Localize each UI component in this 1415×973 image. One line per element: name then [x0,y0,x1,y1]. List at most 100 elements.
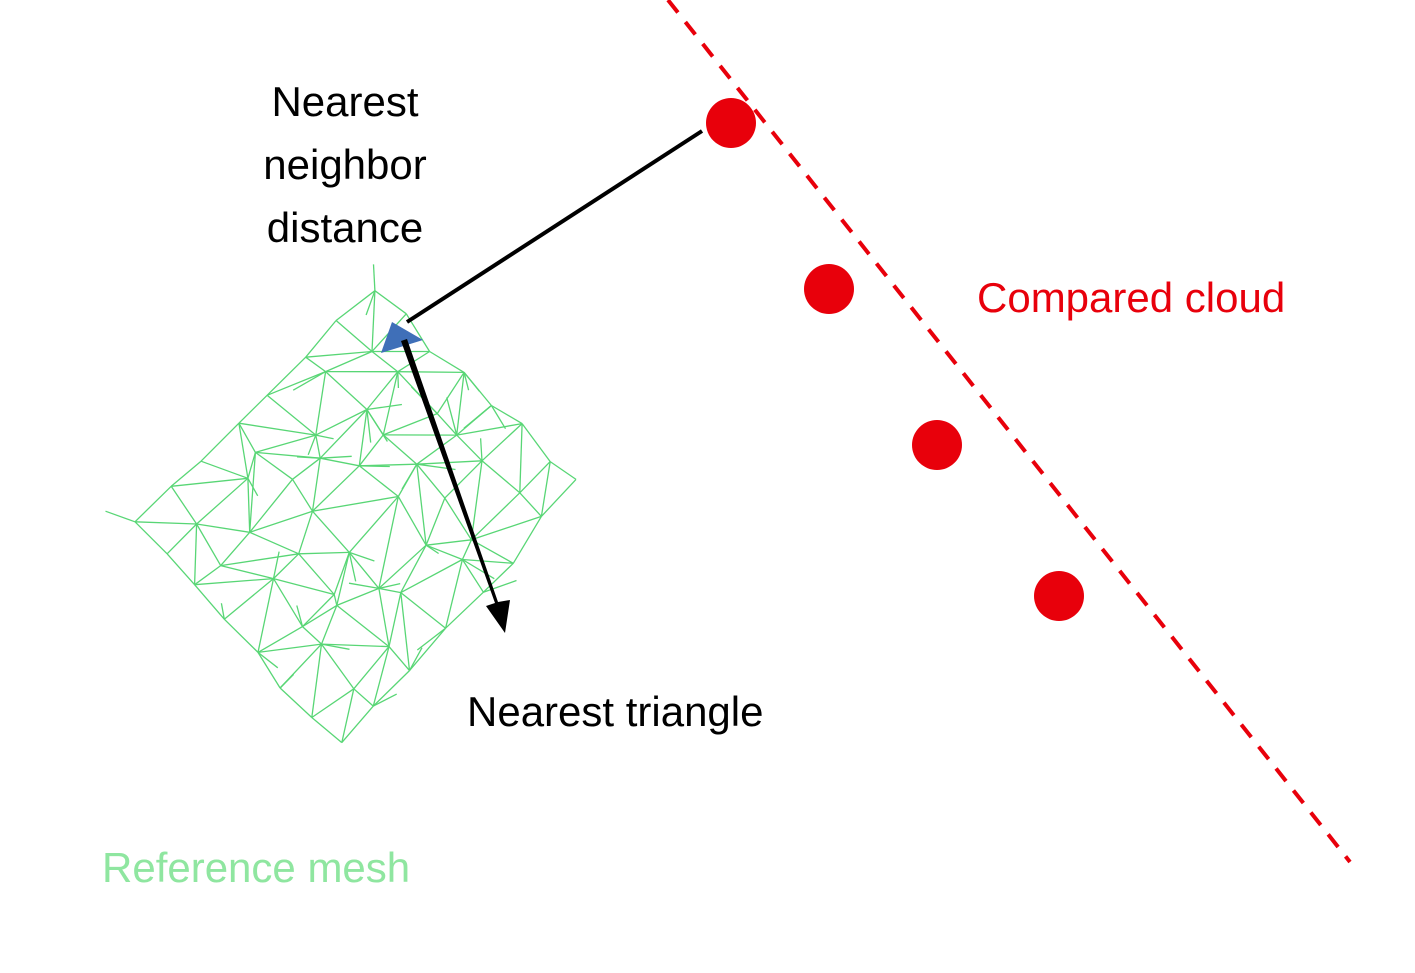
mesh-edge [471,539,514,564]
mesh-edge [272,578,304,627]
mesh-edge [312,510,350,553]
mesh-edge [378,587,401,594]
mesh-edge [320,455,352,459]
mesh-edge [333,552,350,595]
mesh-edge [400,558,463,594]
mesh-edge [444,559,464,629]
mesh-edge [358,409,368,466]
mesh-edge [372,670,410,707]
mesh-edge [378,588,390,647]
mesh-edge [273,553,300,580]
mesh-edge [444,460,483,499]
mesh-edge [482,562,514,593]
mesh-edge [305,350,373,358]
compared-cloud-point [912,420,962,470]
compared-cloud-line [666,0,1352,864]
mesh-edge [249,452,257,533]
compared-cloud-point [706,98,756,148]
mesh-edge [512,516,542,564]
mesh-edge [194,565,222,586]
mesh-edge [483,579,517,593]
mesh-edge [220,603,225,620]
mesh-edge [479,438,483,461]
compared-cloud-label: Compared cloud [977,274,1286,321]
mesh-edge [519,461,551,494]
mesh-edge [348,552,357,582]
mesh-edge [400,544,427,593]
mesh-edge [134,485,172,523]
mesh-edge [166,523,198,555]
mesh-edge [471,515,542,541]
nearest-triangle-label: Nearest triangle [467,688,764,735]
mesh-edge [320,605,338,645]
mesh-edge [193,523,198,585]
nearest-neighbor-distance-arrow [405,129,704,324]
mesh-edge [341,705,374,744]
mesh-edge [446,397,458,436]
mesh-edge [436,372,465,414]
mesh-edge [490,405,507,430]
mesh-edge [321,643,390,648]
mesh-edge [397,496,427,546]
label-line: distance [266,204,424,251]
mesh-edge [307,434,317,456]
mesh-edge [358,465,399,498]
mesh-edge [302,626,322,645]
mesh-edge [521,423,551,462]
mesh-edge [425,544,439,555]
mesh-edge [374,290,407,315]
mesh-edge [333,594,338,606]
mesh-edge [298,553,335,595]
mesh-edge [549,461,577,480]
mesh-edge [220,553,299,567]
label-line: neighbor [263,141,427,188]
mesh-edge [519,423,523,493]
mesh-edge [247,477,259,497]
mesh-edge [382,371,399,436]
mesh-edge [408,647,423,671]
mesh-edge [249,478,294,533]
mesh-edge [266,356,307,396]
mesh-edge [461,539,472,560]
mesh-edge [257,652,281,689]
mesh-edge [272,551,280,579]
mesh-edge [249,531,299,555]
mesh-edge [353,688,374,707]
reference-mesh-label: Reference mesh [102,844,411,891]
nearest-neighbor-distance-label: Nearest neighbor distance [230,70,460,259]
nearest-triangle [381,322,423,353]
mesh-edge [170,485,198,525]
mesh-edge [456,434,483,462]
mesh-edge [540,461,551,517]
mesh-edge [336,604,390,648]
mesh-edge [247,478,251,533]
mesh-edge [255,434,316,454]
compared-cloud-point [804,264,854,314]
mesh-edge [105,510,136,523]
mesh-edge [196,477,249,525]
mesh-edge [378,544,427,589]
mesh-edge [444,497,472,541]
mesh-edge [325,371,368,410]
mesh-edge [321,643,350,650]
mesh-edge [200,460,249,479]
mesh-edge [311,688,355,719]
mesh-edge [378,582,401,590]
mesh-edge [540,478,577,517]
mesh-edge [425,544,463,561]
nearest-triangle-arrow [401,339,510,633]
mesh-edge [429,350,465,373]
mesh-edge [456,422,523,436]
mesh-edge [409,627,447,672]
mesh-edge [223,618,259,653]
mesh-edge [170,460,202,487]
mesh-edge [257,578,275,653]
mesh-edge [348,551,380,589]
mesh-edge [416,464,427,546]
mesh-edge [171,477,248,487]
mesh-edge [397,371,465,374]
mesh-edge [315,434,334,440]
mesh-edge [366,409,388,442]
mesh-edge [315,371,327,436]
